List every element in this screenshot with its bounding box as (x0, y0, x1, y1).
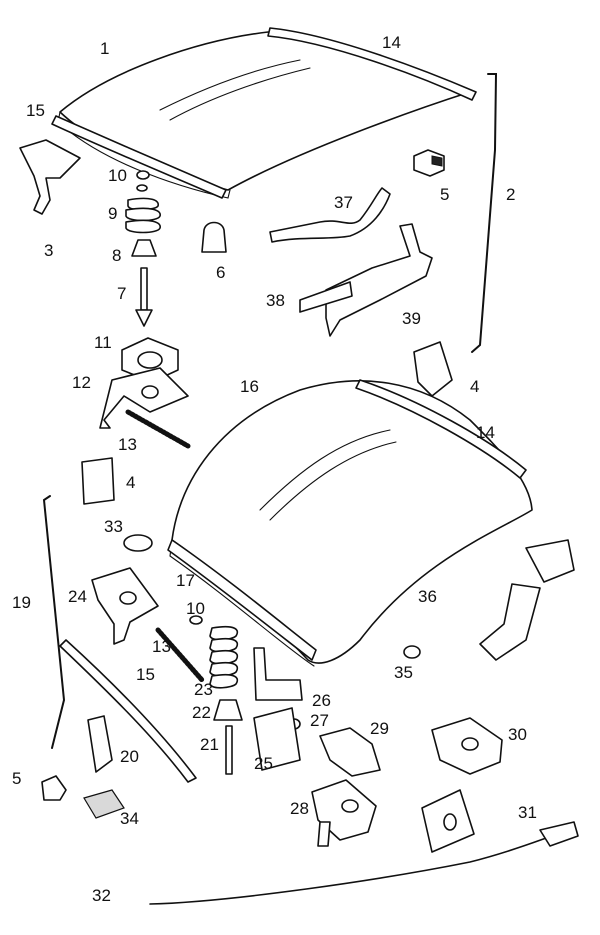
front-seal-strip-upper (51, 115, 227, 199)
callout-33: 33 (104, 517, 123, 536)
rubber-plug-35 (403, 645, 421, 659)
callout-30: 30 (508, 725, 527, 744)
pad-34 (83, 789, 125, 819)
plate-29 (319, 727, 381, 777)
hood-panel-lower (169, 380, 533, 667)
callout-29: 29 (370, 719, 389, 738)
support-rod-lower (42, 495, 66, 749)
callout-12: 12 (72, 373, 91, 392)
callout-17: 17 (176, 571, 195, 590)
callout-20: 20 (120, 747, 139, 766)
front-strip-lower (167, 539, 317, 661)
release-cable (149, 821, 579, 905)
callout-37: 37 (334, 193, 353, 212)
hinge-arm (269, 187, 391, 243)
clip-4-upper (413, 341, 453, 397)
bump-stop-stack-lower (189, 615, 243, 775)
latch-26 (253, 647, 303, 701)
rubber-plug-33 (123, 534, 153, 552)
callout-19: 19 (12, 593, 31, 612)
clip-20 (87, 715, 113, 773)
callout-4-lower: 4 (126, 473, 136, 492)
callout-13-lower: 13 (152, 637, 171, 656)
callout-25: 25 (254, 754, 273, 773)
plate-25 (253, 707, 301, 771)
spring-upper (125, 409, 191, 449)
rubber-buffer (201, 221, 227, 253)
callout-26: 26 (312, 691, 331, 710)
callout-39: 39 (402, 309, 421, 328)
callout-21: 21 (200, 735, 219, 754)
spring-lower (155, 627, 205, 683)
callout-4-upper: 4 (470, 377, 480, 396)
callout-14-lower: 14 (476, 423, 495, 442)
callout-35: 35 (394, 663, 413, 682)
clip-4-lower (81, 457, 115, 505)
catch-30 (431, 717, 503, 775)
front-seal-strip-lower (59, 639, 197, 783)
callout-32: 32 (92, 886, 111, 905)
support-rod-upper (471, 73, 498, 353)
callout-7: 7 (117, 284, 127, 303)
callout-28: 28 (290, 799, 309, 818)
latch-plate-upper (99, 367, 189, 429)
callout-15-lower: 15 (136, 665, 155, 684)
callout-38: 38 (266, 291, 285, 310)
clip-lower (41, 775, 67, 801)
callout-23: 23 (194, 680, 213, 699)
release-handle-block (421, 789, 475, 853)
callout-27: 27 (310, 711, 329, 730)
seal-strip-upper (267, 27, 477, 101)
callout-3: 3 (44, 241, 54, 260)
callout-16: 16 (240, 377, 259, 396)
callout-6: 6 (216, 263, 226, 282)
seal-strip-lower (355, 379, 527, 479)
callout-15-upper: 15 (26, 101, 45, 120)
hinge-bracket-lower (91, 567, 159, 645)
callout-34: 34 (120, 809, 139, 828)
callout-8: 8 (112, 246, 122, 265)
callout-2: 2 (506, 185, 516, 204)
callout-13-upper: 13 (118, 435, 137, 454)
hinge-bracket-assembly (299, 223, 433, 337)
callout-22: 22 (192, 703, 211, 722)
callout-5-lower: 5 (12, 769, 22, 788)
catch-28 (311, 779, 377, 847)
clip-upper (413, 149, 445, 177)
callout-11: 11 (94, 333, 112, 352)
callout-31: 31 (518, 803, 537, 822)
callout-10-lower: 10 (186, 599, 205, 618)
hinge-bracket-upper (19, 139, 81, 215)
callout-14-upper: 14 (382, 33, 401, 52)
callout-9: 9 (108, 204, 118, 223)
callout-36: 36 (418, 587, 437, 606)
callout-24: 24 (68, 587, 87, 606)
callout-10-upper: 10 (108, 166, 127, 185)
callout-5-upper: 5 (440, 185, 450, 204)
hinge-36 (479, 539, 575, 661)
bump-stop-stack-upper (125, 170, 161, 327)
callout-1: 1 (100, 39, 110, 58)
